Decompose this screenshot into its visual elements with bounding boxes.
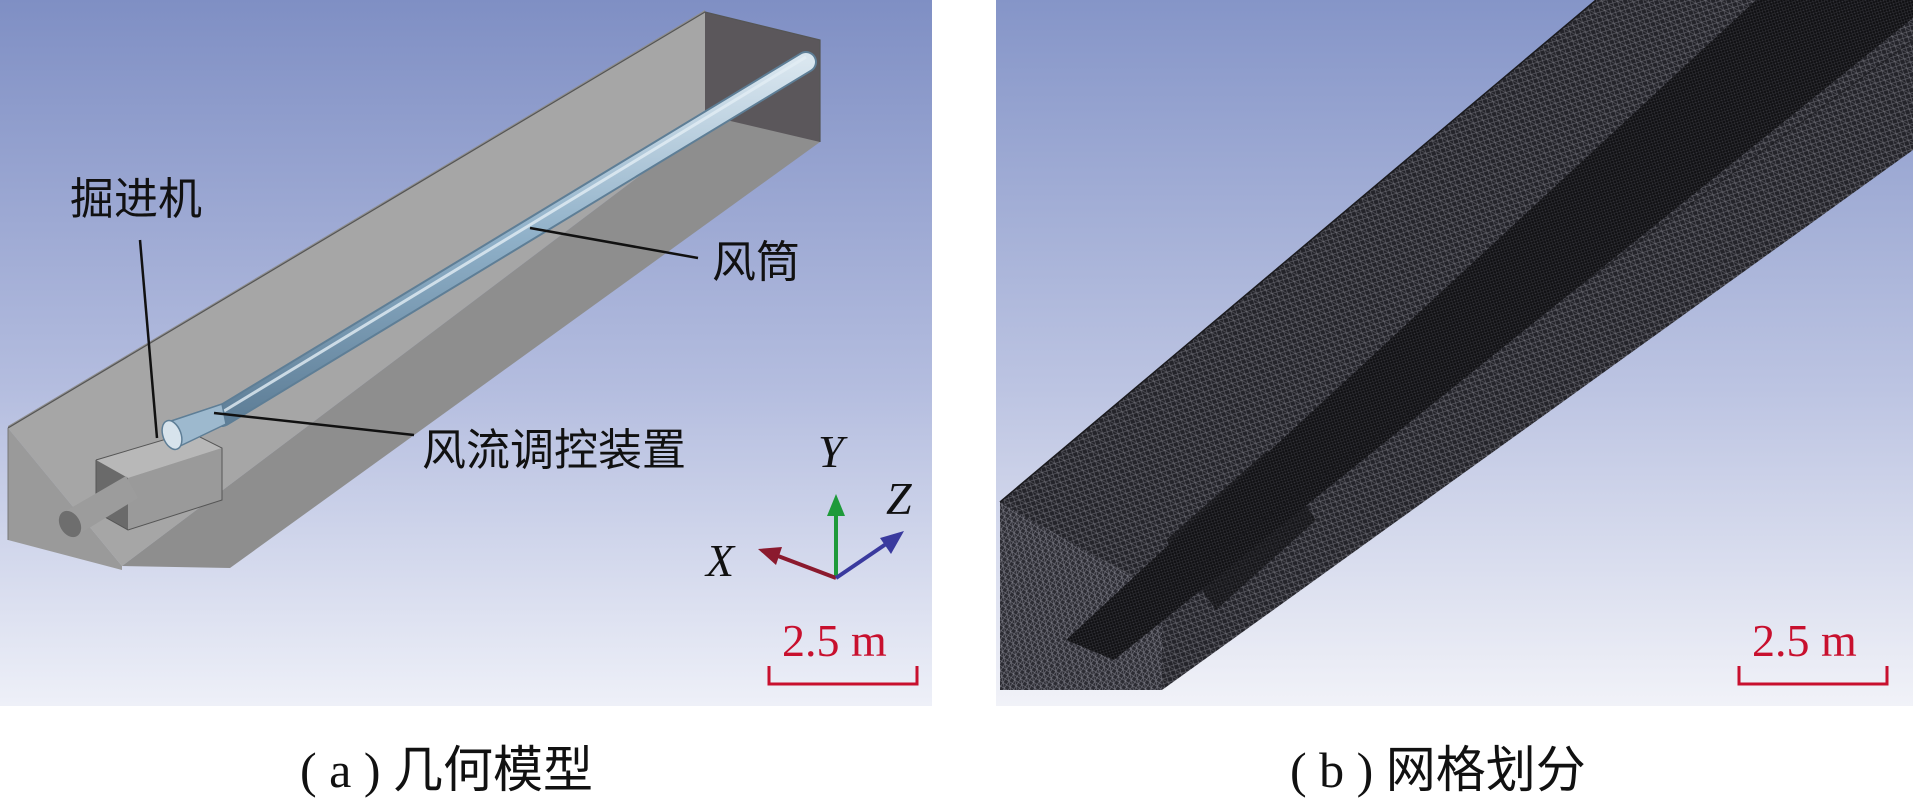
mesh-view	[996, 0, 1913, 706]
geometry-model-panel: 掘进机 风筒 风流调控装置 Y Z X 2.5 m	[0, 0, 932, 706]
label-airflow-device: 风流调控装置	[422, 425, 686, 476]
axis-label-x: X	[706, 535, 735, 586]
scale-label-b: 2.5 m	[1752, 615, 1857, 666]
coordinate-axes	[758, 494, 904, 580]
mesh-panel: 2.5 m	[996, 0, 1913, 706]
label-duct: 风筒	[712, 237, 800, 288]
geometry-model-view	[0, 0, 932, 706]
leader-airflow-device	[213, 411, 415, 437]
mesh-refined-roadheader-region	[1166, 450, 1316, 610]
caption-b: ( b ) 网格划分	[1290, 742, 1586, 798]
roadheader-side	[128, 448, 222, 530]
caption-a: ( a ) 几何模型	[300, 742, 593, 798]
scale-bar-b	[1737, 666, 1889, 686]
scale-label-a: 2.5 m	[782, 615, 887, 666]
scale-bar-a	[767, 666, 919, 686]
roadheader-top	[96, 432, 222, 478]
label-roadheader: 掘进机	[70, 174, 202, 225]
axis-label-y: Y	[818, 426, 844, 477]
leader-duct	[529, 226, 699, 260]
axis-label-z: Z	[886, 473, 912, 524]
roadheader-arm	[64, 476, 138, 536]
leader-roadheader	[138, 239, 159, 439]
tunnel-near-edge	[8, 428, 122, 570]
